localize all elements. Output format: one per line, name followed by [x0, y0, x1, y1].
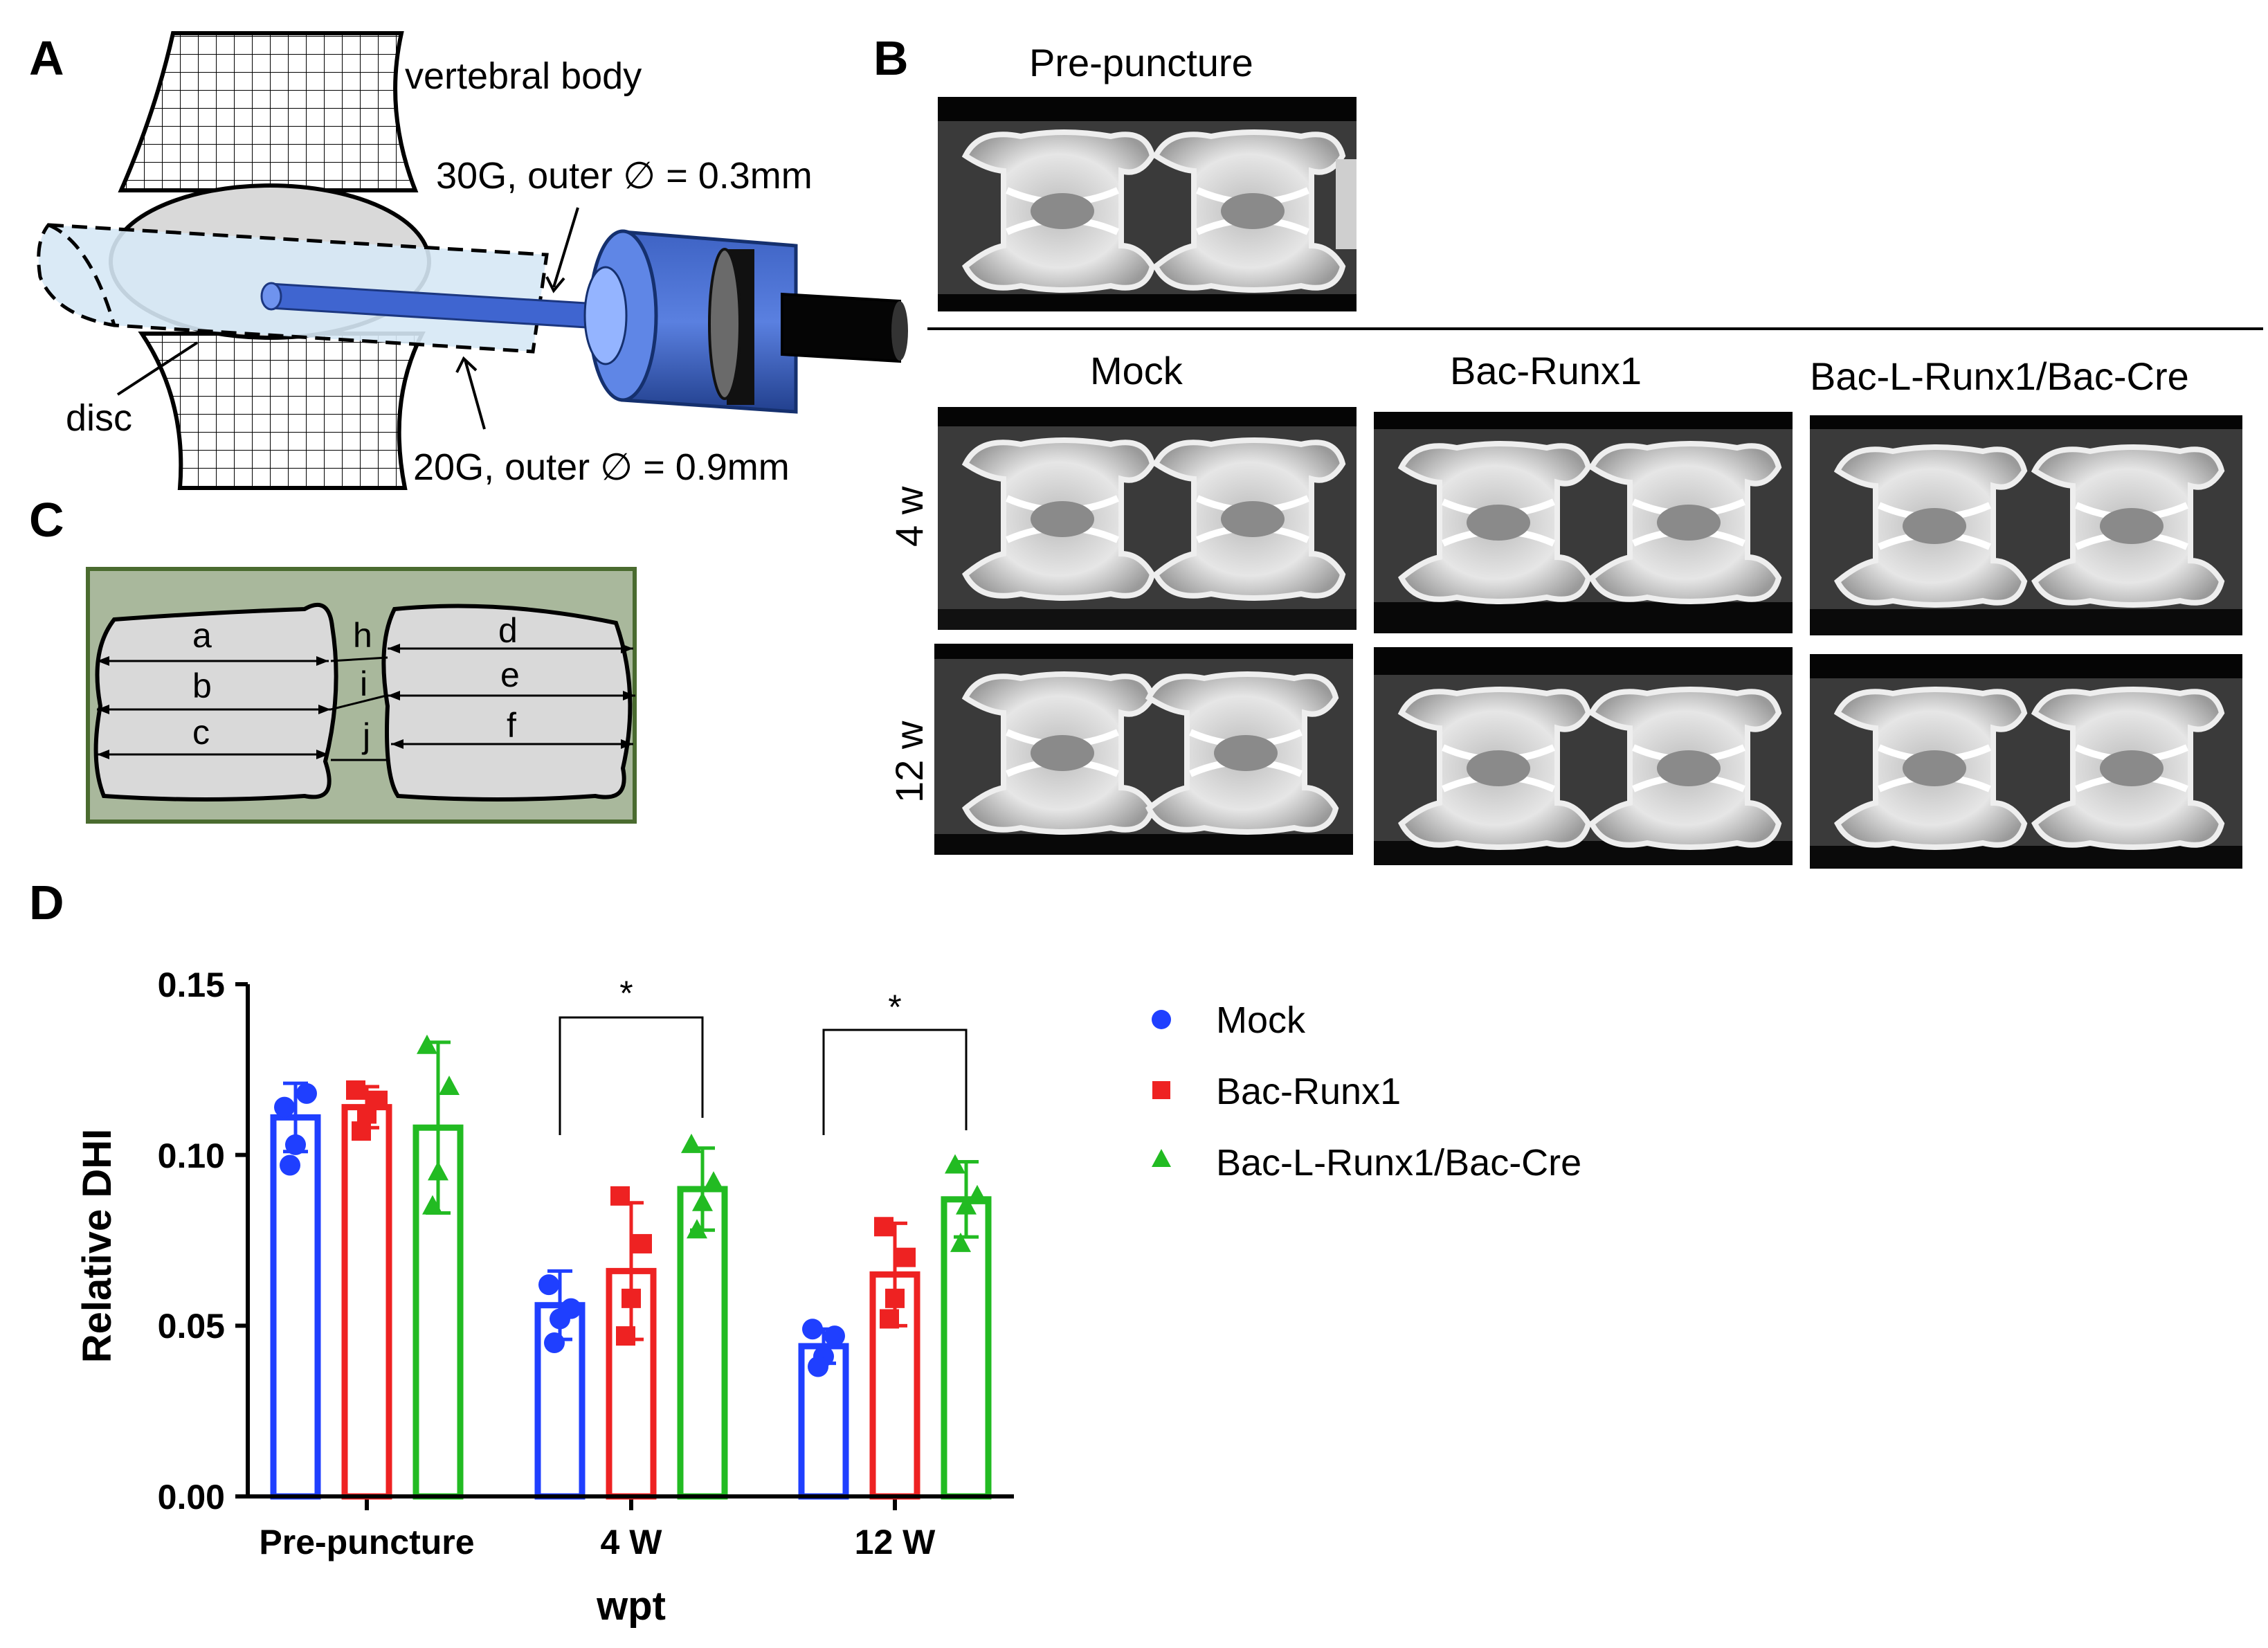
legend-marker-bac-l-runx1-bac-cre: [1152, 1149, 1171, 1167]
bar: [270, 1114, 321, 1500]
mri-bac-l-runx1-bac-cre-4w: [1810, 415, 2242, 635]
label-j: j: [361, 716, 370, 755]
col-label-bac-runx1: Bac-Runx1: [1450, 349, 1642, 392]
data-point: [967, 1184, 988, 1204]
spine-schematic: [37, 31, 908, 490]
label-a: a: [192, 616, 212, 655]
label-vertebral-body: vertebral body: [405, 55, 642, 97]
data-point: [950, 1232, 971, 1252]
x-tick-label: 12 W: [855, 1523, 936, 1561]
panel-label-c: C: [29, 493, 64, 547]
legend-marker-bac-runx1: [1152, 1081, 1170, 1099]
mri-bac-runx1-12w: [1374, 647, 1793, 865]
lower-vertebral-body: [138, 332, 426, 490]
x-tick-label: Pre-puncture: [259, 1523, 474, 1561]
data-point: [417, 1034, 437, 1054]
mri-mock-4w: [938, 407, 1357, 630]
data-point: [274, 1096, 295, 1118]
y-tick-label: 0.05: [158, 1307, 225, 1346]
bar: [341, 1104, 392, 1500]
significance-bracket: [559, 1016, 704, 1135]
syringe-plunger: [781, 292, 901, 363]
dhi-bar-chart: 0.15 0.10 0.05 0.00 Pre-puncture 4 W 12 …: [75, 966, 1014, 1629]
significance-star: *: [888, 988, 901, 1026]
mri-bac-runx1-4w: [1374, 412, 1793, 633]
data-point: [296, 1083, 317, 1104]
label-e: e: [500, 655, 520, 694]
data-point: [687, 1219, 707, 1239]
label-c: c: [192, 713, 210, 752]
disc-height-diagram: [86, 567, 637, 824]
y-tick-label: 0.15: [158, 966, 225, 1004]
right-vertebra-outline: [381, 604, 633, 802]
data-point: [616, 1326, 635, 1346]
data-point: [633, 1233, 652, 1253]
data-point: [346, 1080, 365, 1100]
legend-label-bac-runx1: Bac-Runx1: [1216, 1071, 1401, 1112]
y-tick-label: 0.00: [158, 1478, 225, 1516]
data-point: [956, 1195, 977, 1215]
label-i: i: [360, 664, 368, 703]
col-label-mock: Mock: [1090, 349, 1183, 392]
col-label-bac-l-runx1-bac-cre: Bac-L-Runx1/Bac-Cre: [1810, 354, 2189, 398]
data-point: [285, 1134, 306, 1155]
x-axis-label: wpt: [596, 1584, 666, 1629]
data-point: [880, 1309, 899, 1329]
data-point: [357, 1104, 377, 1124]
left-vertebra-outline: [93, 602, 338, 802]
x-tick-label: 4 W: [601, 1523, 663, 1561]
upper-vertebral-body: [118, 31, 419, 192]
data-point: [422, 1195, 443, 1215]
data-point: [896, 1247, 916, 1267]
data-point: [802, 1319, 823, 1340]
data-point: [622, 1288, 641, 1308]
data-point: [681, 1133, 702, 1153]
mri-pre-puncture: [938, 97, 1357, 311]
label-30g-needle: 30G, outer ∅ = 0.3mm: [436, 155, 813, 197]
data-point: [439, 1076, 460, 1095]
legend-marker-mock: [1152, 1010, 1171, 1029]
mri-bac-l-runx1-bac-cre-12w: [1810, 654, 2242, 869]
legend-label-mock: Mock: [1216, 999, 1306, 1041]
data-point: [280, 1154, 300, 1176]
mri-mock-12w: [934, 644, 1353, 855]
legend-label-bac-l-runx1-bac-cre: Bac-L-Runx1/Bac-Cre: [1216, 1142, 1581, 1184]
label-h: h: [353, 616, 372, 655]
label-d: d: [498, 611, 518, 650]
data-point: [703, 1171, 724, 1191]
data-point: [692, 1191, 713, 1211]
y-tick-label: 0.10: [158, 1137, 225, 1175]
label-20g-needle: 20G, outer ∅ = 0.9mm: [413, 446, 790, 488]
significance-star: *: [619, 974, 633, 1013]
row-label-12w: 12 w: [887, 721, 931, 803]
data-point: [538, 1274, 559, 1296]
significance-bracket: [822, 1029, 968, 1135]
data-point: [352, 1121, 371, 1141]
panel-label-d: D: [29, 876, 64, 930]
label-pre-puncture: Pre-puncture: [1029, 41, 1253, 84]
panel-label-a: A: [29, 31, 64, 85]
panel-label-b: B: [873, 31, 909, 85]
legend: Mock Bac-Runx1 Bac-L-Runx1/Bac-Cre: [1152, 999, 1581, 1184]
data-point: [874, 1217, 893, 1237]
label-disc: disc: [66, 397, 132, 439]
chart-marks: [235, 982, 992, 1510]
data-point: [544, 1332, 565, 1353]
row-label-4w: 4 w: [887, 486, 931, 547]
y-axis-label: Relative DHI: [75, 1129, 120, 1363]
data-point: [885, 1288, 905, 1308]
label-b: b: [192, 667, 212, 705]
data-point: [824, 1325, 845, 1347]
data-point: [550, 1308, 570, 1330]
data-point: [610, 1186, 630, 1206]
data-point: [945, 1154, 965, 1174]
label-f: f: [507, 706, 516, 745]
data-point: [808, 1356, 828, 1377]
data-point: [428, 1161, 448, 1181]
